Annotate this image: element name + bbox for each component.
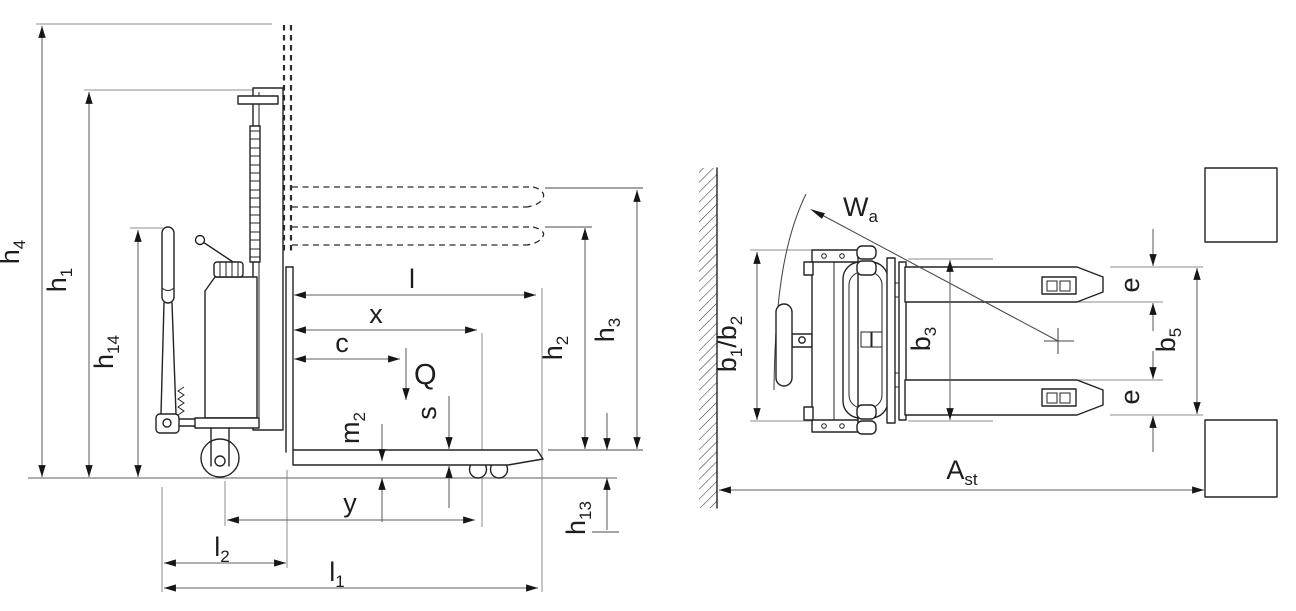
label-b5: b5: [1151, 328, 1185, 353]
dim-l: l: [294, 264, 536, 299]
lift-chain: [249, 125, 261, 263]
mast-crosshead: [237, 95, 279, 105]
label-e-lower: e: [1115, 389, 1145, 404]
dim-h2: h2: [538, 228, 589, 449]
caster-wheel: [856, 420, 877, 435]
dim-l1: l1: [164, 557, 538, 592]
label-m2: m2: [335, 412, 369, 444]
label-wa: Wa: [843, 192, 878, 226]
dim-h14: h14: [89, 230, 142, 477]
tiller-grip-top: [775, 303, 793, 387]
label-h4: h4: [0, 240, 29, 265]
rack-block-lower: [1204, 419, 1278, 498]
label-c: c: [335, 328, 349, 358]
caster-wheel: [856, 245, 877, 260]
label-h13: h13: [561, 501, 595, 535]
turning-radius-arc: [773, 193, 807, 391]
label-l1: l1: [329, 557, 344, 591]
dim-b1b2: b1/b2: [712, 251, 761, 420]
dim-c: c: [294, 328, 400, 363]
dim-e-upper: e: [1115, 229, 1157, 331]
label-l: l: [409, 264, 415, 294]
fork-carrier-bar: [886, 257, 896, 424]
caster-wheel: [856, 404, 877, 420]
dim-q: Q: [402, 348, 437, 400]
stacker-side: [155, 87, 544, 479]
fork-side: [285, 266, 544, 479]
dim-e-lower: e: [1115, 351, 1157, 452]
dim-l2: l2: [164, 532, 286, 567]
chassis-top: [803, 249, 859, 433]
label-s: s: [412, 406, 442, 420]
label-h1: h1: [42, 268, 76, 293]
dim-s: s: [412, 396, 453, 508]
label-h14: h14: [89, 335, 123, 369]
label-h2: h2: [538, 336, 572, 361]
dim-h3: h3: [590, 190, 641, 449]
hydraulic-unit: [194, 234, 258, 419]
fork-carrier-bar: [898, 261, 907, 421]
extension-lines-side: [36, 23, 643, 592]
dim-m2: m2: [335, 412, 386, 522]
label-h3: h3: [590, 318, 624, 343]
dim-y: y: [227, 488, 475, 524]
label-b1b2: b1/b2: [712, 316, 746, 373]
tiller-top: [775, 303, 813, 387]
label-b3: b3: [906, 327, 940, 352]
rack-block-upper: [1204, 167, 1278, 243]
tiller-handle: [155, 226, 209, 434]
aisle-walls: [699, 167, 1278, 509]
caster-wheel: [856, 260, 877, 276]
dim-h13: h13: [561, 413, 611, 535]
dim-x: x: [294, 299, 477, 334]
label-x: x: [369, 299, 383, 329]
label-q: Q: [414, 359, 437, 391]
raised-forks-dashed: [292, 186, 545, 246]
drive-wheel: [194, 417, 260, 478]
label-l2: l2: [214, 532, 229, 566]
left-wall-hatch: [699, 168, 717, 508]
label-ast: Ast: [946, 455, 978, 489]
carriage-top: [842, 245, 907, 435]
lever-knob: [194, 234, 206, 246]
side-view: h4 h1 h14 l x c Q m2: [0, 23, 643, 592]
mast-extended-dashed: [282, 25, 293, 251]
fork-blade: [292, 449, 544, 466]
label-e-upper: e: [1115, 277, 1145, 292]
label-y: y: [343, 488, 357, 518]
dim-ast: Ast: [719, 455, 1204, 494]
dim-b3: b3: [906, 260, 954, 420]
turning-radius-line: [810, 209, 1074, 354]
mast: [237, 87, 284, 431]
dim-h4: h4: [0, 25, 46, 477]
pump-lever: [202, 241, 237, 265]
top-view: Wa b1/b2 b3 b5 e e Ast: [699, 167, 1278, 509]
dim-wa: Wa: [843, 192, 878, 226]
wa-arrowhead-icon: [810, 209, 825, 219]
stacker-top: [775, 245, 1104, 435]
dim-h1: h1: [42, 92, 93, 477]
forks-top: [904, 266, 1104, 416]
dim-b5: b5: [1151, 268, 1201, 414]
chain: [177, 386, 185, 416]
